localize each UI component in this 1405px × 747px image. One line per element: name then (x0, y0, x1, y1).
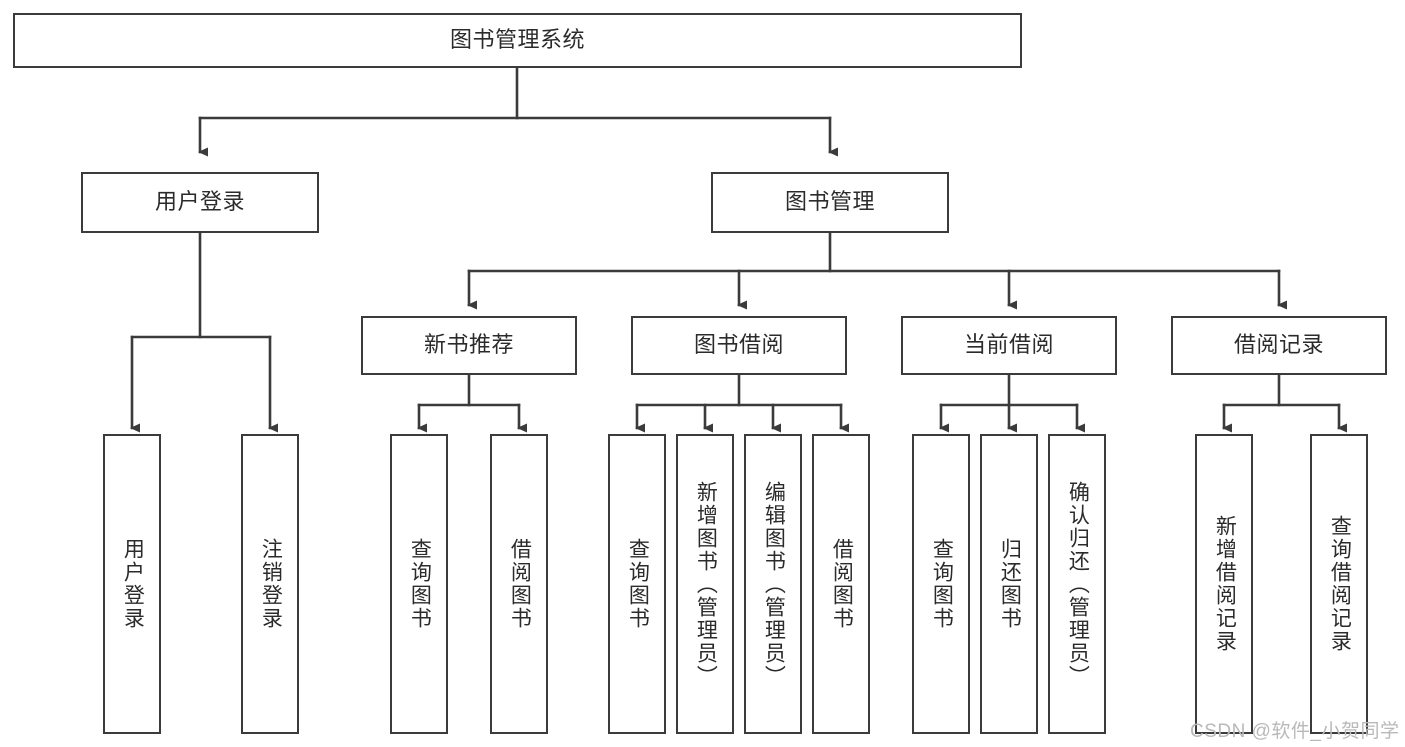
node-book-borrow[interactable]: 图书借阅 (631, 316, 847, 375)
node-current-borrow-label: 当前借阅 (963, 332, 1054, 358)
node-leaf-query-record-label: 查询借阅记录 (1328, 515, 1352, 653)
node-leaf-add-record[interactable]: 新增借阅记录 (1195, 434, 1253, 734)
node-leaf-borrow-book-1-label: 借阅图书 (508, 538, 532, 630)
node-leaf-confirm-return[interactable]: 确认归还（管理员） (1048, 434, 1106, 734)
node-book-borrow-label: 图书借阅 (693, 332, 784, 358)
node-book-management[interactable]: 图书管理 (711, 172, 949, 233)
node-leaf-edit-book-label: 编辑图书（管理员） (762, 480, 786, 688)
node-leaf-query-book-3-label: 查询图书 (930, 538, 954, 630)
node-leaf-add-book-label: 新增图书（管理员） (694, 480, 718, 688)
node-leaf-return-book-label: 归还图书 (998, 538, 1022, 630)
node-borrow-record[interactable]: 借阅记录 (1171, 316, 1387, 375)
node-leaf-query-record[interactable]: 查询借阅记录 (1310, 434, 1368, 734)
csdn-watermark: CSDN @软件_小贺同学 (1190, 721, 1400, 742)
node-leaf-user-login-label: 用户登录 (121, 538, 145, 630)
node-leaf-borrow-book-2[interactable]: 借阅图书 (812, 434, 870, 734)
node-leaf-query-book-1[interactable]: 查询图书 (390, 434, 448, 734)
node-leaf-query-book-1-label: 查询图书 (408, 538, 432, 630)
node-leaf-logout-login-label: 注销登录 (259, 538, 283, 630)
node-user-login[interactable]: 用户登录 (81, 172, 319, 233)
node-current-borrow[interactable]: 当前借阅 (901, 316, 1117, 375)
node-leaf-borrow-book-1[interactable]: 借阅图书 (490, 434, 548, 734)
node-book-management-label: 图书管理 (784, 189, 875, 215)
node-leaf-logout-login[interactable]: 注销登录 (241, 434, 299, 734)
node-leaf-confirm-return-label: 确认归还（管理员） (1066, 480, 1090, 688)
node-root-system-label: 图书管理系统 (449, 27, 585, 53)
node-leaf-add-record-label: 新增借阅记录 (1213, 515, 1237, 653)
node-leaf-add-book[interactable]: 新增图书（管理员） (676, 434, 734, 734)
node-leaf-user-login[interactable]: 用户登录 (103, 434, 161, 734)
node-root-system[interactable]: 图书管理系统 (13, 13, 1022, 68)
node-leaf-edit-book[interactable]: 编辑图书（管理员） (744, 434, 802, 734)
node-leaf-return-book[interactable]: 归还图书 (980, 434, 1038, 734)
node-user-login-label: 用户登录 (154, 189, 245, 215)
node-leaf-query-book-2-label: 查询图书 (626, 538, 650, 630)
node-new-book-recommend[interactable]: 新书推荐 (361, 316, 577, 375)
node-leaf-query-book-3[interactable]: 查询图书 (912, 434, 970, 734)
node-leaf-query-book-2[interactable]: 查询图书 (608, 434, 666, 734)
node-borrow-record-label: 借阅记录 (1233, 332, 1324, 358)
node-new-book-recommend-label: 新书推荐 (423, 332, 514, 358)
node-leaf-borrow-book-2-label: 借阅图书 (830, 538, 854, 630)
